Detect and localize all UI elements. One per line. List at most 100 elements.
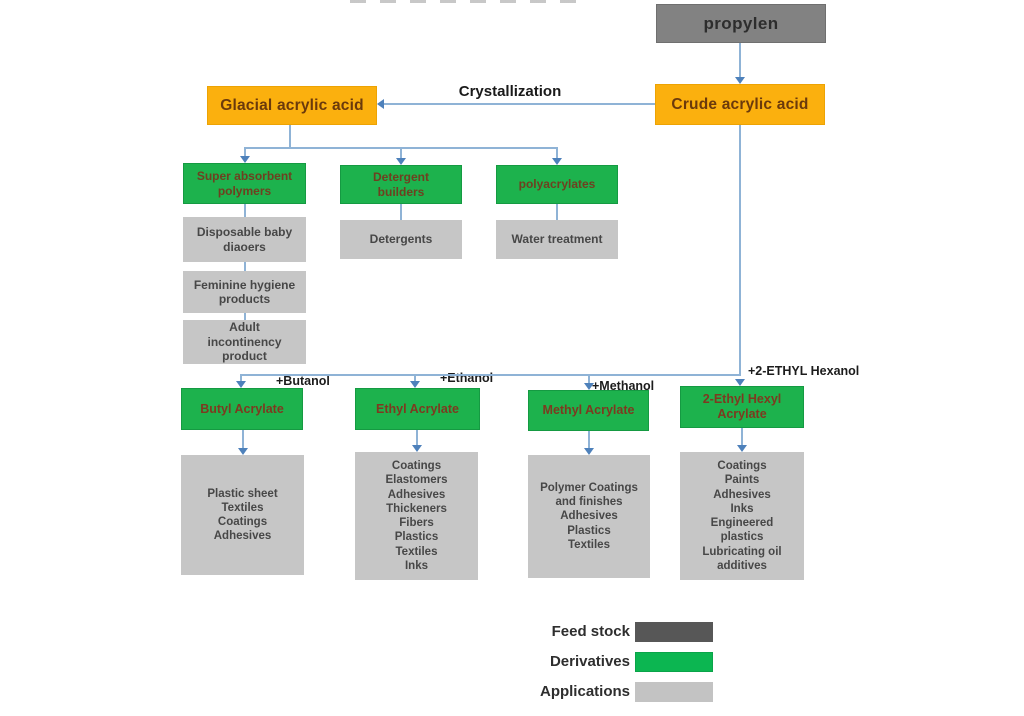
connector-branch-detergent	[400, 147, 402, 159]
node-feminine-hygiene-products: Feminine hygiene products	[183, 271, 306, 313]
connector-butyl-apps	[242, 430, 244, 448]
connector-crude-esters	[739, 125, 741, 374]
application-item: Thickeners	[386, 502, 447, 515]
connector-propylen-crude	[739, 43, 741, 77]
legend-applications-label: Applications	[539, 683, 630, 700]
arrowhead-down-icon	[735, 77, 745, 84]
node-ethyl-acrylate: Ethyl Acrylate	[355, 388, 480, 430]
connector-branch-methyl	[588, 374, 590, 384]
application-item: Polymer Coatings and finishes	[540, 481, 638, 509]
application-item: Textiles	[568, 538, 610, 551]
application-item: Coatings	[391, 460, 442, 472]
node-super-absorbent-polymers: Super absorbent polymers	[183, 163, 306, 204]
node-water-treatment: Water treatment	[496, 220, 618, 259]
connector-detergentbuilders-detergents	[400, 204, 402, 220]
applications-butyl-acrylate: Plastic sheet Textiles Coatings Adhesive…	[181, 455, 304, 575]
application-item: Paints	[724, 474, 760, 487]
connector-branch-butyl	[240, 374, 242, 382]
arrowhead-down-icon	[584, 448, 594, 455]
node-crude-acrylic-acid-label: Crude acrylic acid	[671, 95, 809, 113]
node-ethyl-acrylate-label: Ethyl Acrylate	[376, 401, 459, 416]
application-item: Adhesives	[560, 510, 618, 523]
node-propylen-label: propylen	[703, 13, 779, 33]
node-propylen: propylen	[656, 4, 826, 43]
connector-polyacrylates-water	[556, 204, 558, 220]
application-item: Inks	[404, 559, 428, 572]
arrowhead-left-icon	[377, 99, 384, 109]
node-crude-acrylic-acid: Crude acrylic acid	[655, 84, 825, 125]
node-butyl-acrylate: Butyl Acrylate	[181, 388, 303, 430]
application-item: Plastic sheet	[207, 487, 278, 500]
arrowhead-down-icon	[584, 383, 594, 390]
node-ethyl-hexyl-acrylate: 2-Ethyl Hexyl Acrylate	[680, 386, 804, 428]
node-feminine-hygiene-products-label: Feminine hygiene products	[193, 277, 296, 306]
node-butyl-acrylate-label: Butyl Acrylate	[200, 401, 284, 416]
applications-ethyl-hexyl-acrylate: Coatings Paints Adhesives Inks Engineere…	[680, 452, 804, 580]
node-detergents-label: Detergents	[369, 232, 433, 247]
reagent-butanol-label: +Butanol	[276, 374, 330, 388]
legend-feed-stock-swatch	[635, 622, 713, 642]
application-item: Coatings	[217, 516, 268, 528]
arrowhead-down-icon	[236, 381, 246, 388]
node-glacial-acrylic-acid: Glacial acrylic acid	[207, 86, 377, 125]
reagent-methanol-label: +Methanol	[592, 379, 655, 393]
connector-crude-glacial	[384, 103, 655, 105]
crystallization-label: Crystallization	[458, 83, 562, 100]
legend-derivatives-label: Derivatives	[549, 653, 630, 670]
applications-ethyl-acrylate: Coatings Elastomers Adhesives Thickeners…	[355, 452, 478, 580]
node-adult-incontinency-product: Adult incontinency product	[183, 320, 306, 364]
application-item: Adhesives	[713, 488, 771, 501]
arrowhead-down-icon	[238, 448, 248, 455]
node-water-treatment-label: Water treatment	[511, 232, 603, 247]
node-detergents: Detergents	[340, 220, 462, 259]
node-disposable-baby-diapers: Disposable baby diaoers	[183, 217, 306, 262]
arrowhead-down-icon	[240, 156, 250, 163]
application-item: Plastics	[567, 524, 611, 537]
application-item: Textiles	[395, 545, 438, 558]
arrowhead-down-icon	[412, 445, 422, 452]
node-polyacrylates-label: polyacrylates	[518, 177, 596, 192]
arrowhead-down-icon	[396, 158, 406, 165]
arrowhead-down-icon	[737, 445, 747, 452]
application-item: Plastics	[394, 531, 439, 544]
arrowhead-down-icon	[410, 381, 420, 388]
connector-diapers-feminine	[244, 262, 246, 271]
connector-glacial-branch	[289, 125, 291, 148]
legend-feed-stock-label: Feed stock	[551, 623, 630, 640]
node-disposable-baby-diapers-label: Disposable baby diaoers	[196, 225, 293, 254]
node-ethyl-hexyl-acrylate-label: 2-Ethyl Hexyl Acrylate	[702, 392, 782, 421]
application-item: Textiles	[221, 501, 264, 514]
reagent-ethyl-hexanol-label: +2-ETHYL Hexanol	[748, 364, 860, 378]
node-methyl-acrylate-label: Methyl Acrylate	[542, 403, 635, 418]
application-item: Inks	[730, 502, 754, 515]
connector-sap-diapers	[244, 204, 246, 217]
connector-branch-ethyl	[414, 374, 416, 382]
legend-applications-swatch	[635, 682, 713, 702]
applications-methyl-acrylate: Polymer Coatings and finishes Adhesives …	[528, 455, 650, 578]
application-item: Lubricating oil additives	[702, 545, 782, 572]
node-glacial-acrylic-acid-label: Glacial acrylic acid	[220, 96, 364, 114]
application-item: Adhesives	[387, 488, 446, 501]
application-item: Elastomers	[385, 474, 448, 487]
connector-methyl-apps	[588, 431, 590, 448]
node-adult-incontinency-product-label: Adult incontinency product	[207, 320, 282, 364]
connector-feminine-adult	[244, 313, 246, 320]
application-item: Coatings	[717, 460, 767, 472]
connector-ethyl-apps	[416, 430, 418, 445]
node-methyl-acrylate: Methyl Acrylate	[528, 390, 649, 431]
application-item: Fibers	[399, 517, 434, 529]
legend-derivatives-swatch	[635, 652, 713, 672]
application-item: Engineered plastics	[710, 517, 774, 544]
cropped-title-fragment	[350, 0, 580, 3]
arrowhead-down-icon	[735, 379, 745, 386]
node-polyacrylates: polyacrylates	[496, 165, 618, 204]
node-detergent-builders: Detergent builders	[340, 165, 462, 204]
connector-branch-polyacrylates	[556, 147, 558, 159]
connector-ethylhexyl-apps	[741, 428, 743, 445]
branch-line-esters	[240, 374, 741, 376]
connector-branch-sap	[244, 147, 246, 157]
node-super-absorbent-polymers-label: Super absorbent polymers	[196, 169, 293, 198]
application-item: Adhesives	[213, 530, 272, 543]
node-detergent-builders-label: Detergent builders	[372, 170, 429, 199]
